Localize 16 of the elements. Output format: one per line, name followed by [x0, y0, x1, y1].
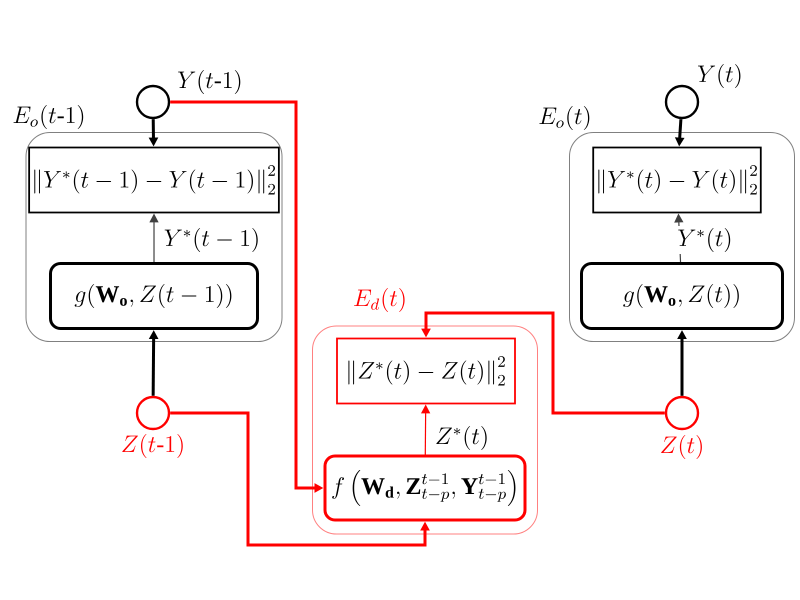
variable-label: $Z(t)$: [661, 435, 702, 460]
variable-label: $Z(t\mbox{-}1)$: [122, 434, 183, 458]
function-box: $g(\mathbf{W_o},Z(t))$: [580, 262, 784, 330]
edge-label: $Y^*(t-1)$: [162, 226, 262, 254]
error-box: $\left\|Z^*(t)-Z(t)\right\|_2^2$: [336, 338, 516, 404]
edge-label: $Y^*(t)$: [675, 226, 735, 254]
function-box: $f\left(\mathbf{W_d},\mathbf{Z}_{t-p}^{t-1},\mathbf{Y}_{t-p}^{t-1}\right)$: [324, 454, 526, 522]
edge-label: $Z^*(t)$: [432, 424, 492, 452]
variable-label: $Y(t)$: [698, 64, 740, 88]
group-title: $E_o(t\mbox{-}1)$: [14, 105, 84, 130]
group-title: $E_o(t)$: [539, 106, 590, 130]
error-box: $\left\|Y^*(t)-Y(t)\right\|_2^2$: [592, 146, 762, 214]
group-title: $E_d(t)$: [354, 288, 405, 312]
error-box: $\left\|Y^*(t-1)-Y(t-1)\right\|_2^2$: [28, 146, 280, 214]
variable-label: $Y(t\mbox{-}1)$: [178, 70, 240, 94]
function-box: $g(\mathbf{W_o},Z(t-1))$: [49, 262, 259, 330]
